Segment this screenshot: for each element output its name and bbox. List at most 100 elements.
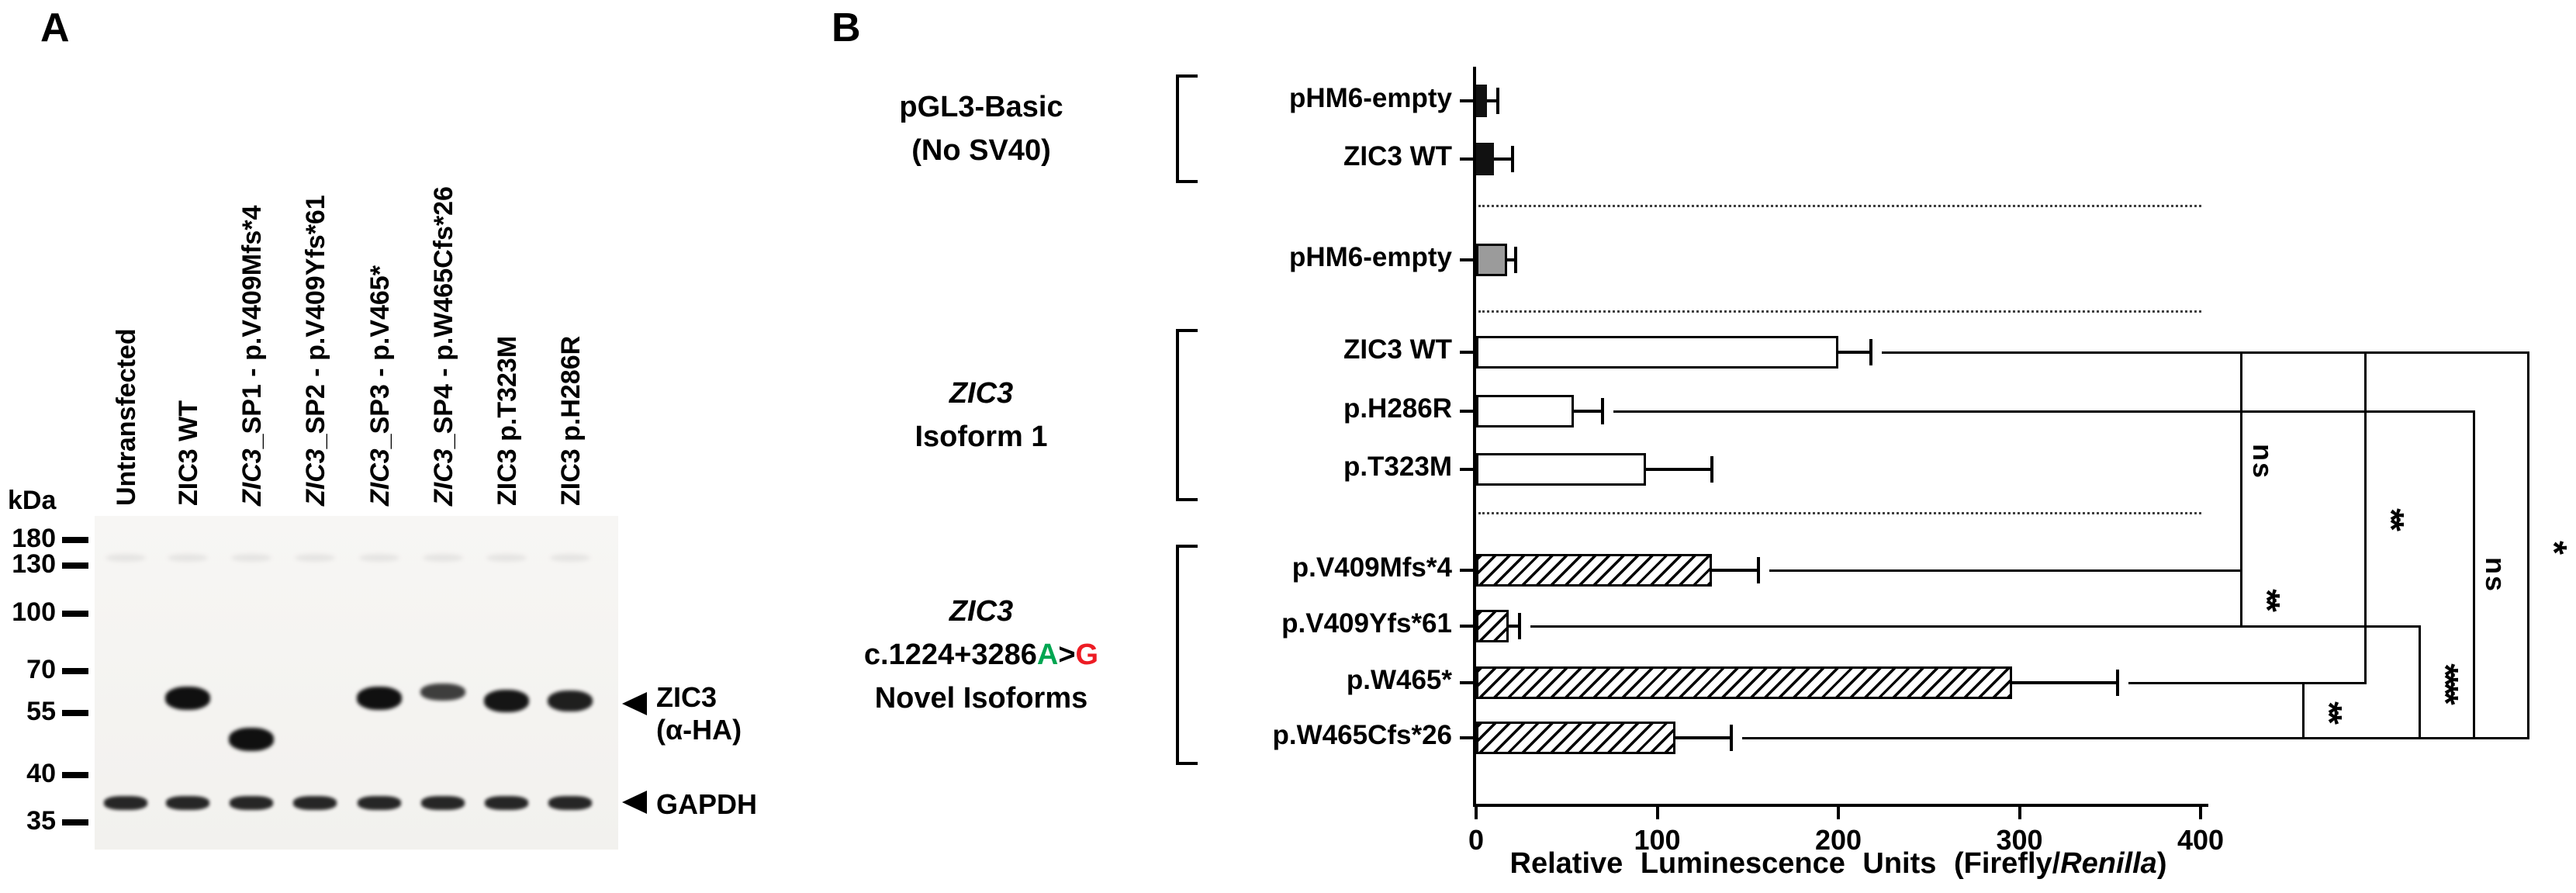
western-blot-image xyxy=(95,516,618,850)
mutation-position-text: c.1224+3286 xyxy=(863,639,1037,671)
background-smear xyxy=(486,554,527,562)
error-bar-cap xyxy=(1757,557,1761,583)
gapdh-band-arrow-icon xyxy=(622,791,647,814)
bar xyxy=(1476,395,1575,427)
error-bar-cap xyxy=(1710,456,1713,483)
kda-marker-tick xyxy=(62,819,88,826)
bar xyxy=(1476,244,1507,276)
x-axis-title: Relative Luminescence Units (Firefly/Ren… xyxy=(1241,847,2436,881)
comparison-line xyxy=(1613,410,2475,413)
category-tick xyxy=(1460,625,1475,628)
background-smear xyxy=(550,554,590,562)
kda-marker-tick xyxy=(62,710,88,716)
x-axis-title-post: ) xyxy=(2156,847,2167,880)
category-tick xyxy=(1460,681,1475,684)
category-tick xyxy=(1460,351,1475,354)
zic3-band-arrow-icon xyxy=(622,692,647,715)
kda-marker-value: 180 xyxy=(12,524,56,553)
bar xyxy=(1476,85,1487,117)
error-bar-cap xyxy=(1518,613,1522,639)
background-smear xyxy=(168,554,208,562)
error-bar xyxy=(1574,410,1603,413)
bar xyxy=(1476,666,2013,699)
error-bar-cap xyxy=(1510,146,1514,172)
mutation-alt-allele: G xyxy=(1075,639,1099,671)
kda-marker-value: 55 xyxy=(26,697,56,726)
row-label: p.W465Cfs*26 xyxy=(1272,720,1452,750)
error-bar xyxy=(2012,681,2118,684)
significance-bracket xyxy=(2473,410,2475,739)
separator-line xyxy=(1478,205,2201,207)
error-bar xyxy=(1506,258,1516,261)
gapdh-band-label: GAPDH xyxy=(656,788,758,820)
x-tick-label: 200 xyxy=(1814,824,1862,856)
bar xyxy=(1476,453,1647,486)
bar xyxy=(1476,336,1838,369)
bar xyxy=(1476,554,1712,587)
zic3-protein-band xyxy=(357,686,402,710)
x-axis-tick xyxy=(1837,807,1840,819)
row-label: ZIC3 WT xyxy=(1343,334,1452,365)
zic3-protein-band xyxy=(548,690,593,711)
row-label: p.W465* xyxy=(1346,665,1452,695)
group-label: pGL3-Basic (No SV40) xyxy=(807,85,1156,172)
x-axis-tick xyxy=(1475,807,1478,819)
x-axis-tick xyxy=(2018,807,2021,819)
group-bracket-arm xyxy=(1176,498,1198,501)
group-label-line: ZIC3 xyxy=(949,595,1014,628)
group-bracket-arm xyxy=(1176,329,1198,332)
group-label-line: Novel Isoforms xyxy=(874,682,1088,715)
kda-marker-value: 70 xyxy=(26,655,56,684)
kda-unit-label: kDa xyxy=(8,486,57,515)
x-tick-label: 400 xyxy=(2177,824,2225,856)
x-axis-line xyxy=(1473,804,2208,807)
kda-marker-tick xyxy=(62,772,88,778)
panel-b-label: B xyxy=(832,5,861,50)
error-bar-cap xyxy=(1514,247,1518,273)
significance-label: ** xyxy=(2371,508,2412,527)
group-label-line: (No SV40) xyxy=(911,134,1051,167)
row-label: pHM6-empty xyxy=(1288,242,1452,272)
kda-marker-tick xyxy=(62,562,88,569)
mutation-ref-allele: A xyxy=(1036,639,1059,671)
group-bracket xyxy=(1176,545,1179,765)
x-axis-title-pre: Relative Luminescence Units (Firefly/ xyxy=(1509,847,2061,880)
row-label: pHM6-empty xyxy=(1288,83,1452,113)
group-label-line: Isoform 1 xyxy=(915,421,1048,453)
separator-line xyxy=(1478,310,2201,313)
gapdh-band xyxy=(358,795,401,810)
x-tick-label: 0 xyxy=(1468,824,1485,856)
group-bracket-arm xyxy=(1176,545,1198,548)
group-bracket-arm xyxy=(1176,74,1198,78)
row-label: p.V409Mfs*4 xyxy=(1291,552,1452,583)
error-bar xyxy=(1675,736,1732,739)
significance-bracket xyxy=(2302,681,2305,739)
group-bracket-arm xyxy=(1176,180,1198,183)
significance-label: ** xyxy=(2309,701,2350,720)
error-bar-cap xyxy=(2115,670,2119,696)
x-tick-label: 100 xyxy=(1634,824,1681,856)
group-label-line: pGL3-Basic xyxy=(899,91,1063,123)
significance-bracket xyxy=(2364,351,2367,684)
category-tick xyxy=(1460,99,1475,102)
comparison-line xyxy=(2128,681,2367,684)
group-label-line: ZIC3 xyxy=(949,377,1014,410)
zic3-protein-band xyxy=(229,728,274,752)
error-bar xyxy=(1711,569,1759,572)
gapdh-band xyxy=(104,795,147,810)
significance-label: ns xyxy=(2480,556,2512,593)
significance-label: ns xyxy=(2247,443,2279,479)
group-bracket xyxy=(1176,74,1179,183)
separator-line xyxy=(1478,512,2201,514)
category-tick xyxy=(1460,258,1475,261)
kda-marker-value: 130 xyxy=(12,549,56,579)
zic3-band-label-2: (α-HA) xyxy=(656,714,742,746)
background-smear xyxy=(231,554,271,562)
error-bar xyxy=(1838,351,1872,354)
category-tick xyxy=(1460,410,1475,413)
bar xyxy=(1476,610,1509,642)
error-bar-cap xyxy=(1496,88,1500,114)
